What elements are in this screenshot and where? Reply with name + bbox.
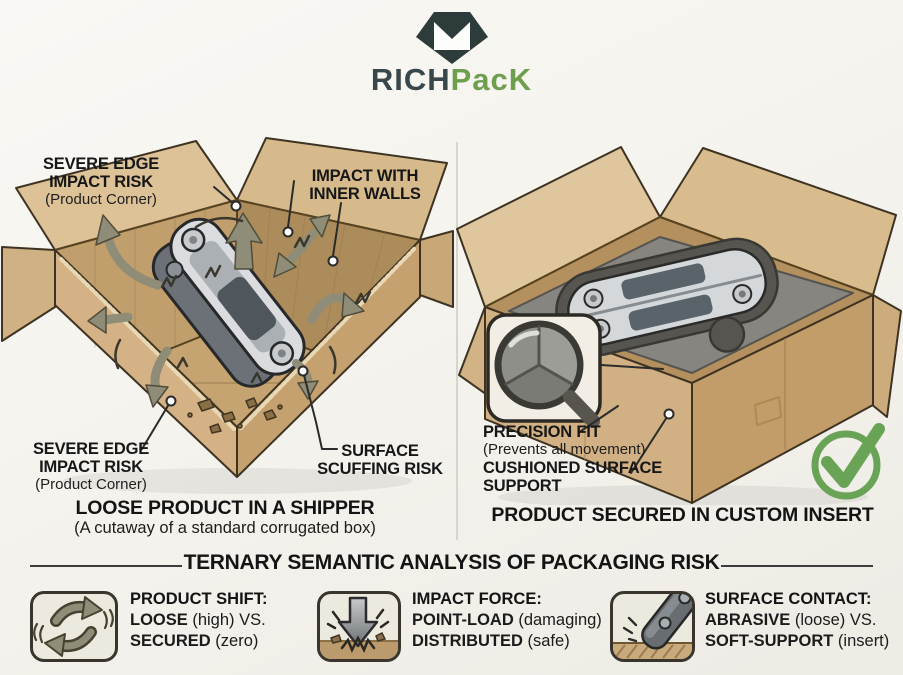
callout-severe-edge-top: SEVERE EDGE IMPACT RISK (Product Corner) [15, 155, 187, 208]
legend-row: LOOSE (high) VS. [130, 610, 400, 631]
impact-marks [114, 216, 372, 384]
multitool-secured [567, 248, 767, 346]
callout-sub: (Prevents all movement) [483, 441, 646, 458]
legend-strong: LOOSE [130, 611, 188, 629]
legend-row: DISTRIBUTED (safe) [412, 631, 682, 652]
brand-wordmark: RICHPacK [0, 62, 903, 98]
product-shift-icon-box [30, 591, 118, 662]
surface-contact-abrasion-icon [613, 594, 692, 659]
secured-box-illustration [456, 146, 902, 505]
right-caption: PRODUCT SECURED IN CUSTOM INSERT [491, 504, 874, 526]
legend-strong: ABRASIVE [705, 611, 791, 629]
legend-row: ABRASIVE (loose) VS. [705, 610, 903, 631]
analysis-title: TERNARY SEMANTIC ANALYSIS OF PACKAGING R… [183, 551, 720, 574]
callout-precision-fit: PRECISION FIT (Prevents all movement) [483, 423, 693, 458]
left-caption-sub: (A cutaway of a standard corrugated box) [74, 519, 376, 537]
left-caption: LOOSE PRODUCT IN A SHIPPER [75, 497, 375, 519]
callout-inner-walls: IMPACT WITH INNER WALLS [295, 167, 435, 203]
callout-line: IMPACT RISK [49, 173, 153, 191]
legend-row: SECURED (zero) [130, 631, 400, 652]
multitool-corner [641, 594, 692, 650]
callout-sub: (Product Corner) [35, 476, 147, 493]
legend-row: SOFT-SUPPORT (insert) [705, 631, 903, 652]
callout-sub: (Product Corner) [45, 191, 157, 208]
impact-force-icon-box [317, 591, 401, 662]
loose-box-illustration [1, 137, 454, 494]
legend-strong: DISTRIBUTED [412, 632, 523, 650]
brand-pack: PacK [450, 62, 533, 97]
title-rule-right [721, 565, 873, 567]
callout-line: IMPACT RISK [39, 458, 143, 476]
panel-divider [456, 142, 458, 540]
legend-strong: SECURED [130, 632, 211, 650]
callout-line: IMPACT WITH [311, 167, 419, 185]
diamond-envelope-icon [416, 12, 488, 64]
magnifier-inset [486, 313, 664, 428]
legend-strong: POINT-LOAD [412, 611, 514, 629]
callout-severe-edge-bottom: SEVERE EDGE IMPACT RISK (Product Corner) [16, 440, 166, 493]
callout-line: INNER WALLS [309, 185, 421, 203]
callout-line: SURFACE [341, 442, 419, 460]
legend-row: POINT-LOAD (damaging) [412, 610, 682, 631]
box-shadow [62, 468, 412, 494]
surface-contact-text: SURFACE CONTACT: ABRASIVE (loose) VS. SO… [705, 589, 903, 652]
product-shift-text: PRODUCT SHIFT: LOOSE (high) VS. SECURED … [130, 589, 400, 652]
legend-heading: SURFACE CONTACT: [705, 590, 872, 608]
shift-motion-arrows [87, 212, 365, 408]
leader-lines-left [141, 180, 342, 450]
leader-lines-right [580, 405, 675, 474]
callout-line: SCUFFING RISK [317, 460, 443, 478]
debris-particles [187, 397, 283, 434]
legend-rest: (safe) [522, 632, 570, 650]
multitool-loose [151, 217, 306, 388]
callout-line: SEVERE EDGE [32, 440, 150, 458]
impact-force-arrow-icon [320, 596, 398, 659]
title-rule-left [30, 565, 182, 567]
callout-line: CUSHIONED SURFACE [483, 459, 663, 477]
callout-cushioned-support: CUSHIONED SURFACE SUPPORT [483, 459, 713, 495]
legend-rest: (zero) [210, 632, 259, 650]
legend-strong: SOFT-SUPPORT [705, 632, 834, 650]
surface-contact-icon-box [610, 591, 695, 662]
legend-heading: IMPACT FORCE: [412, 590, 542, 608]
legend-rest: (damaging) [513, 611, 602, 629]
check-icon [811, 423, 885, 500]
legend-heading: PRODUCT SHIFT: [130, 590, 268, 608]
impact-force-text: IMPACT FORCE: POINT-LOAD (damaging) DIST… [412, 589, 682, 652]
legend-rest: (loose) VS. [790, 611, 877, 629]
legend-rest: (insert) [833, 632, 890, 650]
callout-line: SEVERE EDGE [42, 155, 160, 173]
callout-surface-scuffing: SURFACE SCUFFING RISK [310, 442, 450, 478]
magnifier-icon [494, 320, 600, 428]
callout-line: PRECISION FIT [483, 423, 601, 441]
brand-rich: RICH [370, 62, 451, 97]
callout-line: SUPPORT [483, 477, 562, 495]
product-shift-cycle-icon [33, 596, 114, 657]
legend-rest: (high) VS. [187, 611, 266, 629]
